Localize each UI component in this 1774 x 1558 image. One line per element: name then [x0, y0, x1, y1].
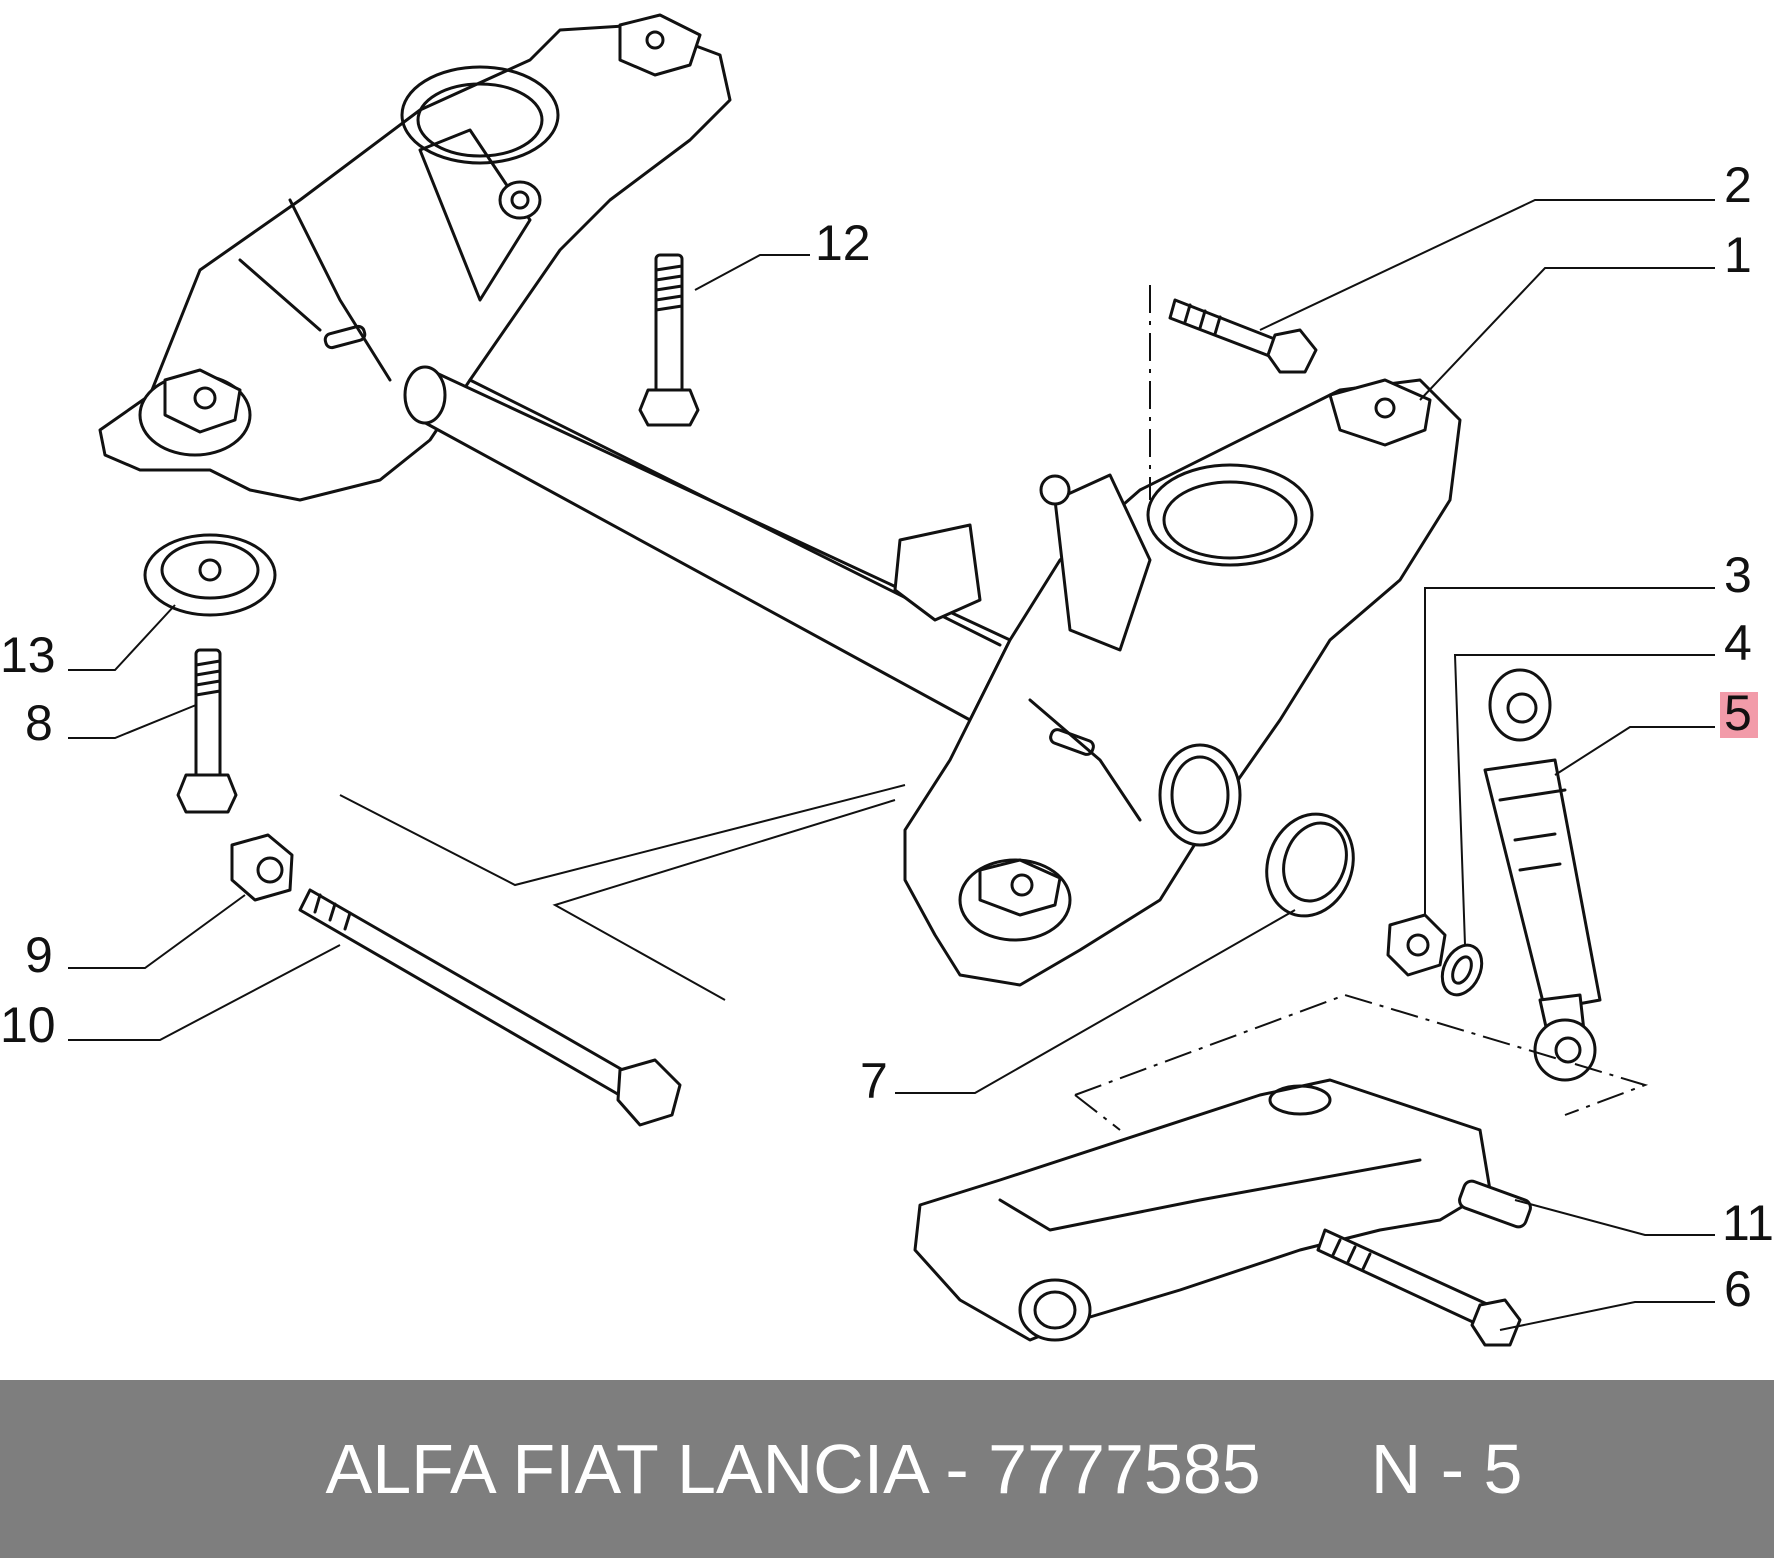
nut-9 — [230, 833, 294, 902]
left-subframe-bracket — [98, 13, 732, 502]
footer-text: ALFA FIAT LANCIA - 7777585 N - 5 — [252, 1349, 1523, 1558]
callout-10: 10 — [0, 997, 56, 1053]
callout-11: 11 — [1722, 1195, 1774, 1251]
callout-12: 12 — [815, 215, 871, 271]
callout-13: 13 — [0, 627, 56, 683]
bushing-washer-13 — [143, 533, 277, 617]
rear-suspension-exploded-diagram: 12 2 1 3 4 5 6 7 11 13 8 9 10 — [0, 13, 1774, 1347]
bushing-7 — [1265, 812, 1355, 918]
callout-leaders — [68, 199, 1715, 1331]
tube-leader-lines — [339, 784, 906, 1001]
callout-2: 2 — [1724, 157, 1752, 213]
footer-code: N - 5 — [1370, 1430, 1523, 1508]
callout-7: 7 — [860, 1053, 888, 1109]
callout-5-highlight — [1720, 692, 1758, 738]
right-subframe-bracket — [903, 378, 1462, 987]
callout-4: 4 — [1724, 615, 1752, 671]
shock-absorber-5 — [1483, 668, 1602, 1082]
callout-5: 5 — [1724, 685, 1752, 741]
washer-4 — [1440, 943, 1484, 997]
nut-3 — [1386, 913, 1447, 977]
footer-title: ALFA FIAT LANCIA - 7777585 — [325, 1430, 1261, 1508]
callout-8: 8 — [25, 695, 53, 751]
callout-labels: 12 2 1 3 4 5 6 7 11 13 8 9 10 — [0, 157, 1774, 1317]
callout-9: 9 — [25, 927, 53, 983]
reference-frame — [1074, 993, 1649, 1131]
bolt-2 — [1149, 285, 1318, 500]
lower-control-arm — [913, 1078, 1532, 1347]
long-bolt-10 — [298, 888, 682, 1127]
cross-tube — [403, 365, 1012, 722]
callout-3: 3 — [1724, 547, 1752, 603]
callout-6: 6 — [1724, 1261, 1752, 1317]
footer-bar: ALFA FIAT LANCIA - 7777585 N - 5 — [0, 1380, 1774, 1558]
bolt-12 — [638, 253, 700, 427]
callout-1: 1 — [1724, 227, 1752, 283]
bolt-8 — [176, 648, 238, 814]
